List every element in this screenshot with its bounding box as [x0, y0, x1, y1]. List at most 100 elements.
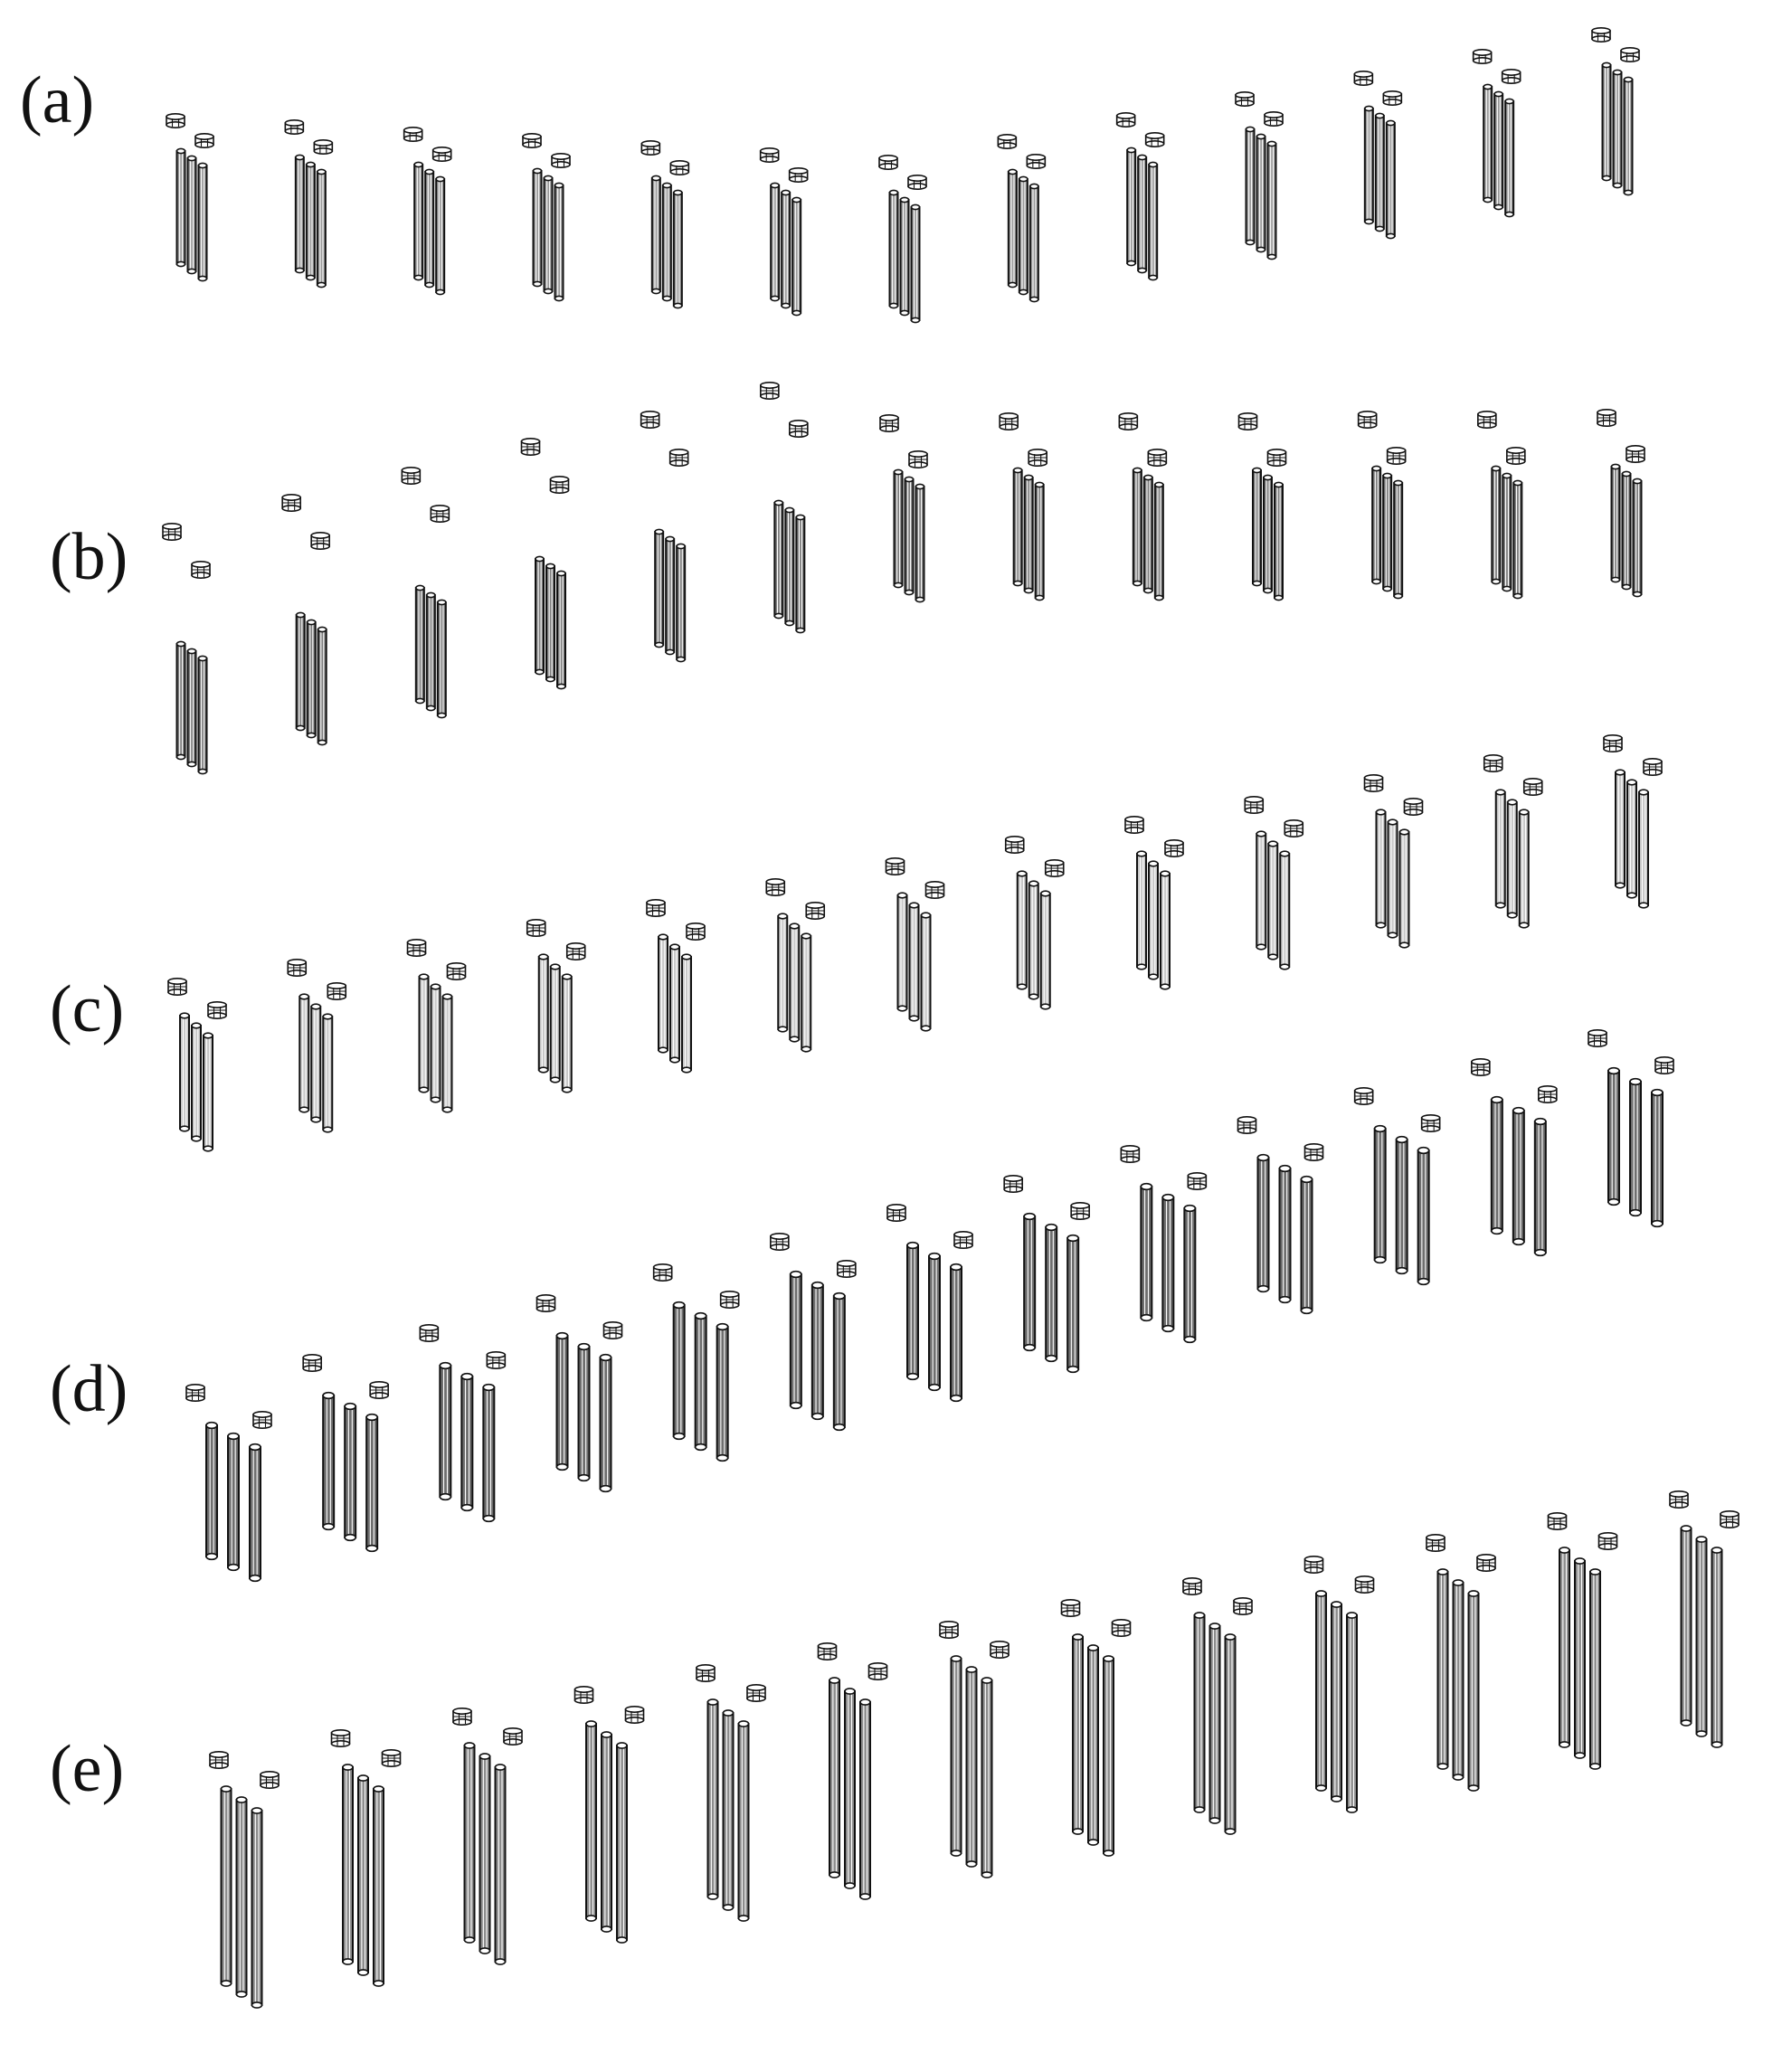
cap: [1353, 1087, 1374, 1106]
rod-group: [885, 856, 945, 1032]
cap: [166, 113, 185, 129]
rod: [658, 933, 668, 1054]
cap: [1182, 1577, 1202, 1596]
rod: [1193, 1612, 1206, 1813]
cap: [1237, 1116, 1257, 1135]
rod: [1183, 1204, 1197, 1344]
rod: [795, 514, 806, 634]
cap: [1244, 795, 1265, 814]
cap: [1115, 112, 1136, 128]
rod: [789, 1270, 802, 1410]
rod: [616, 1742, 628, 1944]
rod: [859, 1698, 871, 1900]
rod: [676, 543, 687, 663]
rod-group: [1471, 1058, 1558, 1257]
rod: [175, 147, 186, 268]
rod-group: [1547, 1512, 1618, 1770]
cap: [1235, 91, 1255, 108]
rod: [777, 913, 789, 1033]
rod: [915, 483, 925, 603]
rod: [1346, 1612, 1358, 1813]
rod-group: [1244, 795, 1304, 970]
cap: [406, 939, 427, 958]
rod: [1018, 175, 1028, 296]
rod: [910, 203, 921, 324]
panel-a: [166, 26, 1640, 324]
cap: [788, 167, 809, 184]
rod: [896, 892, 908, 1012]
rod: [599, 1353, 612, 1493]
rod-group: [287, 959, 347, 1133]
rod-group: [1118, 412, 1168, 601]
rod: [1028, 183, 1039, 303]
rod: [295, 611, 306, 732]
rod: [1483, 83, 1493, 203]
cap: [924, 880, 945, 899]
cap: [1026, 154, 1047, 170]
panel-b: [162, 381, 1645, 775]
rod: [1066, 1234, 1080, 1374]
rod: [1142, 474, 1153, 594]
rod-group: [573, 1686, 645, 1944]
rod: [1494, 789, 1506, 909]
rod: [294, 154, 305, 274]
panel-d: [185, 1029, 1674, 1583]
cap: [162, 522, 182, 541]
rod: [1153, 481, 1164, 601]
cap: [686, 922, 706, 941]
rod: [1137, 154, 1148, 274]
cap: [381, 1749, 402, 1768]
cap: [1044, 858, 1065, 877]
cap: [522, 133, 542, 149]
rod: [1278, 1164, 1292, 1304]
rod-group: [1591, 26, 1640, 196]
cap: [1187, 1172, 1208, 1191]
panel-label-a: (a): [20, 63, 94, 137]
rod: [661, 182, 672, 302]
rod-group: [640, 140, 690, 309]
cap: [640, 140, 661, 156]
rod-group: [1004, 835, 1065, 1010]
rod-group: [284, 119, 334, 289]
rod-group: [406, 939, 467, 1113]
rod: [1072, 1633, 1084, 1835]
rod-group: [997, 134, 1047, 303]
rod-group: [166, 113, 214, 282]
rod: [482, 1383, 496, 1523]
cap: [1111, 1619, 1132, 1638]
rod: [1395, 1135, 1408, 1275]
rod-group: [999, 412, 1047, 601]
rod: [1039, 890, 1051, 1010]
cap: [1472, 48, 1493, 64]
cap: [403, 127, 423, 143]
rod: [1382, 472, 1393, 592]
rod: [186, 648, 197, 768]
rod: [832, 1291, 846, 1432]
rod-group: [646, 898, 706, 1074]
rod: [1315, 1590, 1327, 1792]
cap: [313, 139, 334, 156]
cap: [885, 856, 905, 875]
rod: [430, 983, 441, 1103]
rod: [1300, 1175, 1313, 1315]
rod: [413, 161, 424, 281]
rod: [556, 570, 566, 690]
cap: [1353, 71, 1374, 87]
rod: [1680, 1525, 1692, 1727]
rod: [1023, 474, 1034, 594]
rod-group: [1477, 410, 1526, 600]
cap: [867, 1662, 888, 1681]
rod: [601, 1731, 612, 1933]
rod: [950, 1655, 962, 1857]
rod: [344, 1402, 357, 1542]
cap: [486, 1351, 507, 1370]
rod: [1695, 1536, 1708, 1737]
rod: [435, 175, 446, 296]
cap: [287, 959, 308, 978]
cap: [805, 901, 826, 920]
rod: [1132, 467, 1142, 587]
rod-group: [1669, 1490, 1739, 1748]
cap: [446, 962, 467, 981]
rod-group: [760, 381, 809, 634]
rod-group: [1353, 1087, 1441, 1286]
